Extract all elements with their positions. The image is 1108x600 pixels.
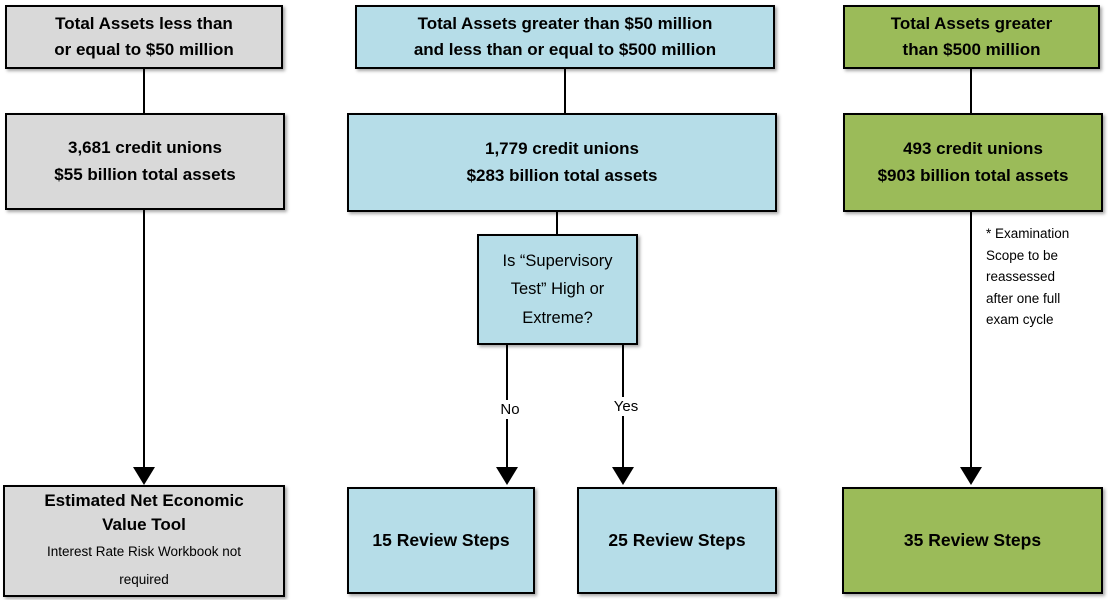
review-steps-35-text: 35 Review Steps bbox=[903, 530, 1042, 550]
medium-band-header-box: Total Assets greater than $50 million an… bbox=[355, 5, 775, 69]
medium-band-stats-text: 1,779 credit unions $283 billion total a… bbox=[466, 139, 658, 185]
review-steps-15-box: 15 Review Steps bbox=[347, 487, 535, 594]
supervisory-test-decision-text: Is “Supervisory Test” High or Extreme? bbox=[502, 252, 613, 327]
large-band-connector-line bbox=[970, 69, 972, 113]
review-steps-25-text: 25 Review Steps bbox=[608, 530, 746, 550]
no-branch-label: No bbox=[488, 400, 532, 419]
small-band-stats-text: 3,681 credit unions $55 billion total as… bbox=[54, 138, 236, 184]
supervisory-test-decision-box: Is “Supervisory Test” High or Extreme? bbox=[477, 234, 638, 345]
large-band-header-box: Total Assets greater than $500 million bbox=[843, 5, 1100, 69]
review-steps-15-text: 15 Review Steps bbox=[372, 530, 510, 550]
large-band-stats-box: 493 credit unions $903 billion total ass… bbox=[843, 113, 1103, 212]
yes-branch-label: Yes bbox=[604, 397, 648, 416]
small-band-arrow-line bbox=[143, 210, 145, 468]
small-band-header-text: Total Assets less than or equal to $50 m… bbox=[54, 13, 234, 59]
large-band-arrow-line bbox=[970, 212, 972, 468]
small-band-stats-box: 3,681 credit unions $55 billion total as… bbox=[5, 113, 285, 210]
examination-scope-note: * Examination Scope to be reassessed aft… bbox=[986, 226, 1070, 328]
small-band-header-box: Total Assets less than or equal to $50 m… bbox=[5, 5, 283, 69]
large-band-stats-text: 493 credit unions $903 billion total ass… bbox=[877, 139, 1069, 185]
review-steps-25-box: 25 Review Steps bbox=[577, 487, 777, 594]
review-steps-35-box: 35 Review Steps bbox=[842, 487, 1103, 594]
medium-band-decision-connector-line bbox=[556, 212, 558, 234]
medium-band-connector-line bbox=[564, 69, 566, 113]
medium-band-header-text: Total Assets greater than $50 million an… bbox=[413, 13, 717, 59]
no-branch-arrowhead-icon bbox=[496, 467, 518, 485]
large-band-header-text: Total Assets greater than $500 million bbox=[890, 13, 1053, 59]
yes-branch-arrowhead-icon bbox=[612, 467, 634, 485]
small-band-outcome-title: Estimated Net Economic Value Tool bbox=[44, 490, 244, 535]
small-band-outcome-subtitle: Interest Rate Risk Workbook not required bbox=[46, 543, 242, 587]
large-band-arrowhead-icon bbox=[960, 467, 982, 485]
medium-band-stats-box: 1,779 credit unions $283 billion total a… bbox=[347, 113, 777, 212]
small-band-arrowhead-icon bbox=[133, 467, 155, 485]
small-band-connector-line bbox=[143, 69, 145, 113]
small-band-outcome-box: Estimated Net Economic Value Tool Intere… bbox=[3, 485, 285, 597]
